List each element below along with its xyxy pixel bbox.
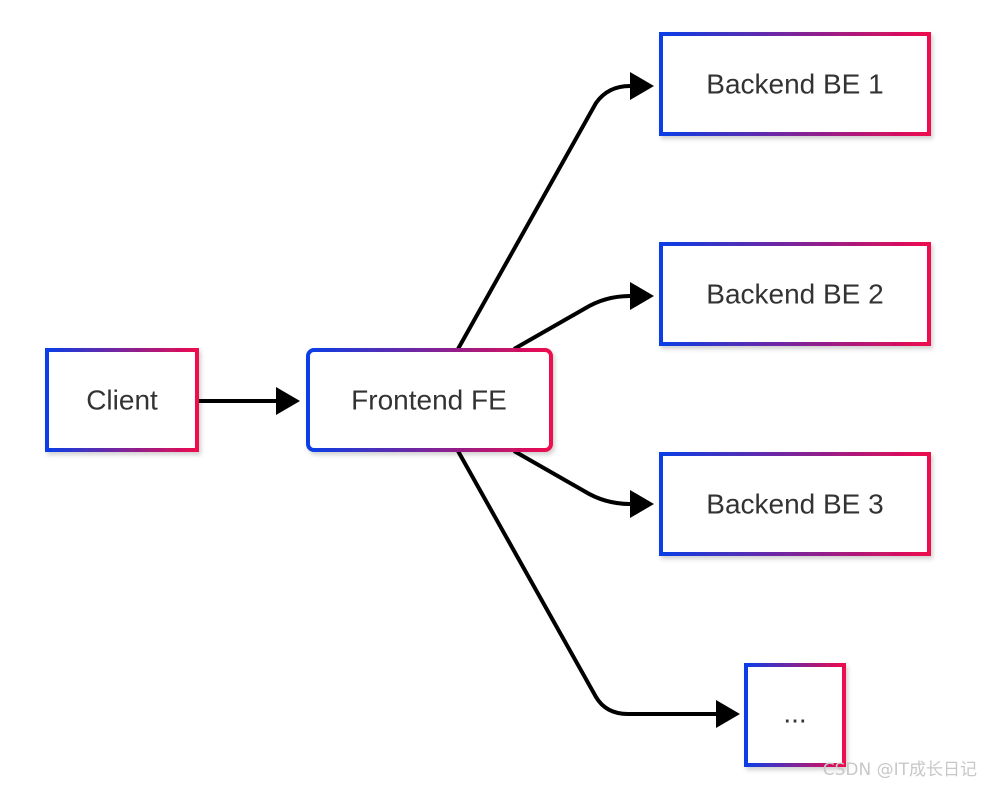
node-backend-3[interactable]: Backend BE 3 [659, 452, 931, 556]
node-more-box [744, 663, 846, 767]
node-backend-1-box [659, 32, 931, 136]
node-more-label: ... [783, 698, 806, 729]
node-backend-1-label: Backend BE 1 [706, 69, 883, 100]
node-frontend-label: Frontend FE [351, 385, 507, 416]
node-backend-1[interactable]: Backend BE 1 [659, 32, 931, 136]
node-backend-2-label: Backend BE 2 [706, 279, 883, 310]
node-client-box [45, 348, 199, 452]
node-client[interactable]: Client [45, 348, 199, 452]
node-more[interactable]: ... [744, 663, 846, 767]
node-backend-3-label: Backend BE 3 [706, 489, 883, 520]
node-backend-2-box [659, 242, 931, 346]
edge-frontend-backend3 [513, 449, 654, 518]
node-backend-2[interactable]: Backend BE 2 [659, 242, 931, 346]
node-frontend-box [306, 348, 553, 452]
edges [199, 72, 740, 728]
edge-frontend-backend2 [513, 282, 654, 351]
node-frontend[interactable]: Frontend FE [306, 348, 553, 452]
edge-frontend-backend1 [456, 72, 654, 350]
node-backend-3-box [659, 452, 931, 556]
watermark: CSDN @IT成长日记 [823, 760, 977, 780]
node-client-label: Client [86, 385, 158, 416]
edge-frontend-more [456, 450, 740, 728]
